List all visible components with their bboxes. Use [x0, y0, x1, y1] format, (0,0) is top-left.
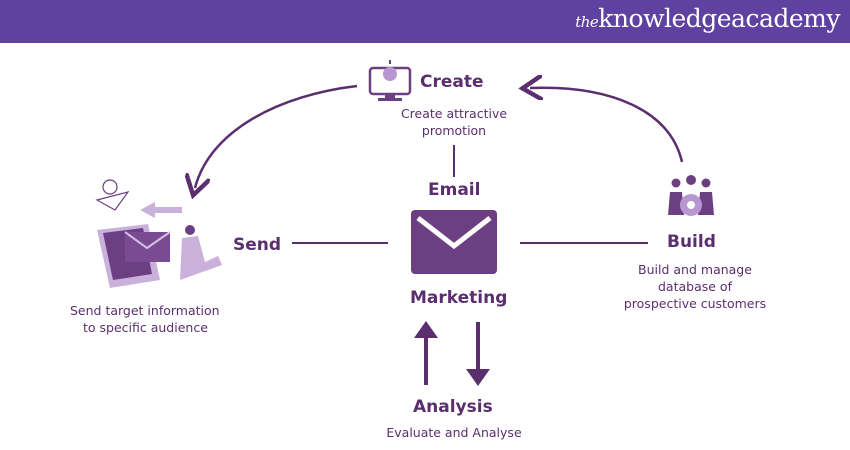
send-title: Send [233, 235, 282, 255]
brand-logo: theknowledgeacademy [575, 4, 840, 33]
build-desc-line: Build and manage [638, 262, 752, 277]
analysis-title: Analysis [413, 397, 493, 417]
build-description: Build and manage database of prospective c… [605, 261, 785, 312]
create-desc-line: promotion [421, 123, 487, 138]
connector-create [453, 145, 455, 177]
send-description: Send target information to specific audie… [70, 302, 250, 336]
email-envelope-icon [411, 210, 497, 274]
analysis-description: Evaluate and Analyse [386, 425, 522, 440]
build-desc-line: database of [658, 279, 732, 294]
build-title: Build [667, 232, 716, 252]
create-desc-line: Create attractive [400, 106, 508, 121]
create-description: Create attractive promotion [374, 105, 534, 139]
send-illustration-icon [95, 179, 222, 288]
header-bar: theknowledgeacademy [0, 0, 850, 43]
arrow-create-to-send [195, 84, 358, 188]
build-people-icon [668, 175, 714, 216]
connector-send [292, 242, 388, 244]
send-desc-line: Send target information [70, 303, 220, 318]
arrow-build-to-create [530, 88, 684, 163]
build-desc-line: prospective customers [623, 296, 767, 311]
connector-build [520, 242, 648, 244]
center-title-top: Email [428, 180, 481, 200]
brand-name: knowledgeacademy [598, 4, 840, 33]
create-title: Create [420, 72, 484, 92]
analysis-arrows-icon [414, 321, 490, 386]
create-monitor-icon [368, 60, 412, 101]
center-title-bottom: Marketing [410, 288, 508, 308]
send-desc-line: to specific audience [83, 320, 208, 335]
brand-prefix: the [575, 13, 599, 31]
